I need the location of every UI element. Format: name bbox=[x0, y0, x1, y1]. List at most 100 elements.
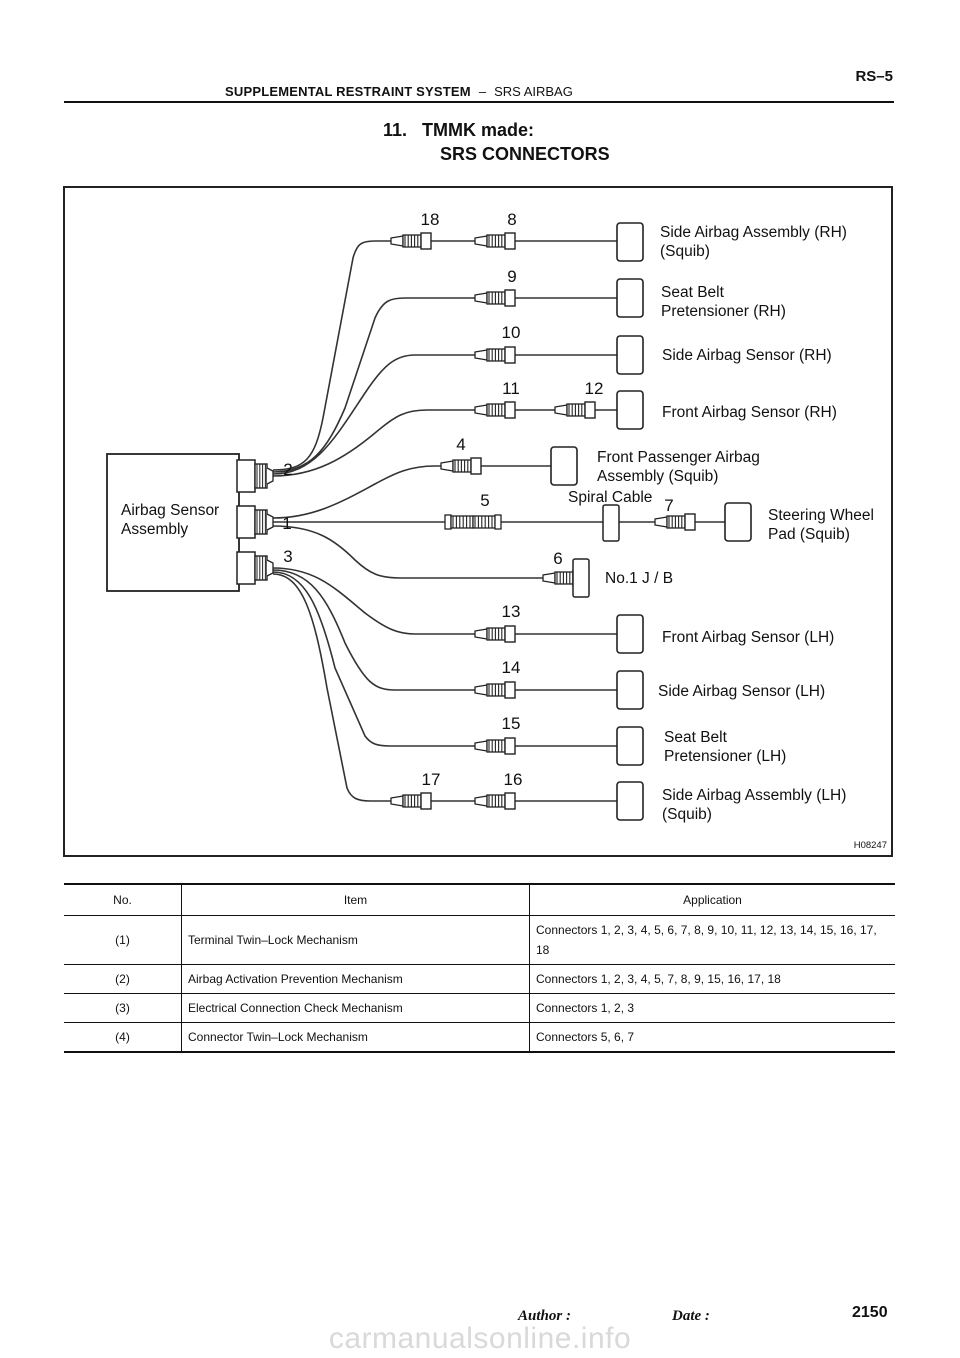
ecu-connector bbox=[236, 551, 274, 585]
connector-number: 16 bbox=[504, 770, 523, 789]
connector-9 bbox=[474, 289, 516, 307]
author-label: Author : bbox=[518, 1308, 571, 1324]
seat-belt-pretensioner-lh bbox=[616, 726, 644, 766]
wire bbox=[272, 297, 475, 473]
row-application: Connectors 5, 6, 7 bbox=[529, 1022, 895, 1053]
connector-12 bbox=[554, 401, 596, 419]
connector-number: 18 bbox=[421, 210, 440, 229]
label-seat-belt-pretensioner-lh: Seat Belt Pretensioner (LH) bbox=[664, 729, 787, 765]
label-spiral-cable: Spiral Cable bbox=[568, 489, 653, 506]
side-airbag-sensor-rh bbox=[616, 335, 644, 375]
connector-number: 15 bbox=[502, 714, 521, 733]
wire bbox=[272, 409, 475, 477]
label-front-airbag-sensor-rh: Front Airbag Sensor (RH) bbox=[662, 404, 837, 421]
wire bbox=[272, 567, 475, 635]
label-front-airbag-sensor-lh: Front Airbag Sensor (LH) bbox=[662, 629, 835, 646]
connector-number: 3 bbox=[283, 547, 292, 566]
heading-title: TMMK made: bbox=[422, 120, 535, 140]
wire bbox=[272, 569, 475, 691]
wire bbox=[272, 354, 475, 475]
inline-connector bbox=[444, 514, 502, 530]
side-airbag-assembly-rh bbox=[616, 222, 644, 262]
heading-number: 11. bbox=[383, 120, 408, 140]
connector-15 bbox=[474, 737, 516, 755]
header-application: Application bbox=[529, 883, 895, 916]
no1-junction-block bbox=[572, 558, 590, 598]
wire bbox=[272, 525, 543, 579]
steering-wheel-pad bbox=[724, 502, 752, 542]
row-no: (2) bbox=[64, 964, 182, 994]
header-item: Item bbox=[181, 883, 530, 916]
wire-harness bbox=[272, 240, 725, 802]
spiral-cable bbox=[602, 504, 620, 542]
connector-4 bbox=[440, 457, 482, 475]
row-item: Airbag Activation Prevention Mechanism bbox=[181, 964, 530, 994]
connector-number: 8 bbox=[507, 210, 516, 229]
connector-13 bbox=[474, 625, 516, 643]
section-heading: 11. TMMK made: SRS CONNECTORS bbox=[383, 118, 610, 166]
date-label: Date : bbox=[672, 1308, 710, 1324]
seat-belt-pretensioner-rh bbox=[616, 278, 644, 318]
connector-number: 7 bbox=[664, 496, 673, 515]
connector-number: 5 bbox=[480, 491, 489, 510]
connector-number: 10 bbox=[502, 323, 521, 342]
figure-code: H08247 bbox=[853, 840, 887, 851]
connector-10 bbox=[474, 346, 516, 364]
side-airbag-sensor-lh bbox=[616, 670, 644, 710]
front-airbag-sensor-rh bbox=[616, 390, 644, 430]
connector-16 bbox=[474, 792, 516, 810]
table-header-row: No. Item Application bbox=[64, 883, 895, 916]
airbag-sensor-assembly-box bbox=[106, 453, 240, 592]
connector-number: 6 bbox=[553, 549, 562, 568]
table-row: (4) Connector Twin–Lock Mechanism Connec… bbox=[64, 1022, 895, 1053]
label-steering-wheel-pad: Steering Wheel Pad (Squib) bbox=[768, 507, 874, 543]
label-no1-jb: No.1 J / B bbox=[605, 570, 674, 587]
connector-number: 11 bbox=[502, 379, 520, 398]
components bbox=[106, 222, 752, 821]
connector-11 bbox=[474, 401, 516, 419]
header-rule bbox=[64, 101, 894, 103]
table-row: (1) Terminal Twin–Lock Mechanism Connect… bbox=[64, 915, 895, 965]
row-application: Connectors 1, 2, 3, 4, 5, 7, 8, 9, 15, 1… bbox=[529, 964, 895, 994]
label-side-airbag-sensor-lh: Side Airbag Sensor (LH) bbox=[658, 683, 826, 700]
connector-8 bbox=[474, 232, 516, 250]
table-row: (2) Airbag Activation Prevention Mechani… bbox=[64, 964, 895, 994]
page-number: 2150 bbox=[852, 1304, 888, 1321]
running-header: SUPPLEMENTAL RESTRAINT SYSTEM–SRS AIRBAG bbox=[225, 84, 573, 99]
connector-number: 14 bbox=[502, 658, 521, 677]
label-airbag-sensor-assembly: Airbag Sensor Assembly bbox=[121, 502, 220, 538]
connector-number: 12 bbox=[585, 379, 604, 398]
header-dash: – bbox=[478, 84, 487, 99]
header-subsection: SRS AIRBAG bbox=[494, 84, 573, 99]
front-passenger-airbag bbox=[550, 446, 578, 486]
connector-number: 1 bbox=[282, 514, 291, 533]
connector-number: 9 bbox=[507, 267, 516, 286]
connector-number: 4 bbox=[456, 435, 465, 454]
connector-14 bbox=[474, 681, 516, 699]
row-item: Connector Twin–Lock Mechanism bbox=[181, 1022, 530, 1053]
wire bbox=[272, 571, 475, 747]
label-side-airbag-assembly-lh: Side Airbag Assembly (LH) (Squib) bbox=[662, 787, 847, 823]
watermark: carmanualsonline.info bbox=[328, 1322, 632, 1355]
row-no: (4) bbox=[64, 1022, 182, 1053]
wire bbox=[272, 465, 441, 519]
ecu-connector bbox=[236, 459, 274, 493]
row-no: (1) bbox=[64, 915, 182, 965]
connector-number: 17 bbox=[422, 770, 441, 789]
row-item: Electrical Connection Check Mechanism bbox=[181, 993, 530, 1023]
table-row: (3) Electrical Connection Check Mechanis… bbox=[64, 993, 895, 1023]
mechanism-table: No. Item Application (1) Terminal Twin–L… bbox=[64, 883, 895, 1053]
label-seat-belt-pretensioner-rh: Seat Belt Pretensioner (RH) bbox=[661, 284, 786, 320]
ecu-connector bbox=[236, 505, 274, 539]
row-application: Connectors 1, 2, 3 bbox=[529, 993, 895, 1023]
front-airbag-sensor-lh bbox=[616, 614, 644, 654]
side-airbag-assembly-lh bbox=[616, 781, 644, 821]
heading-subtitle: SRS CONNECTORS bbox=[440, 144, 610, 164]
row-application: Connectors 1, 2, 3, 4, 5, 6, 7, 8, 9, 10… bbox=[529, 915, 895, 965]
header-section: SUPPLEMENTAL RESTRAINT SYSTEM bbox=[225, 84, 471, 99]
connector-18 bbox=[390, 232, 432, 250]
row-no: (3) bbox=[64, 993, 182, 1023]
label-side-airbag-sensor-rh: Side Airbag Sensor (RH) bbox=[662, 347, 832, 364]
